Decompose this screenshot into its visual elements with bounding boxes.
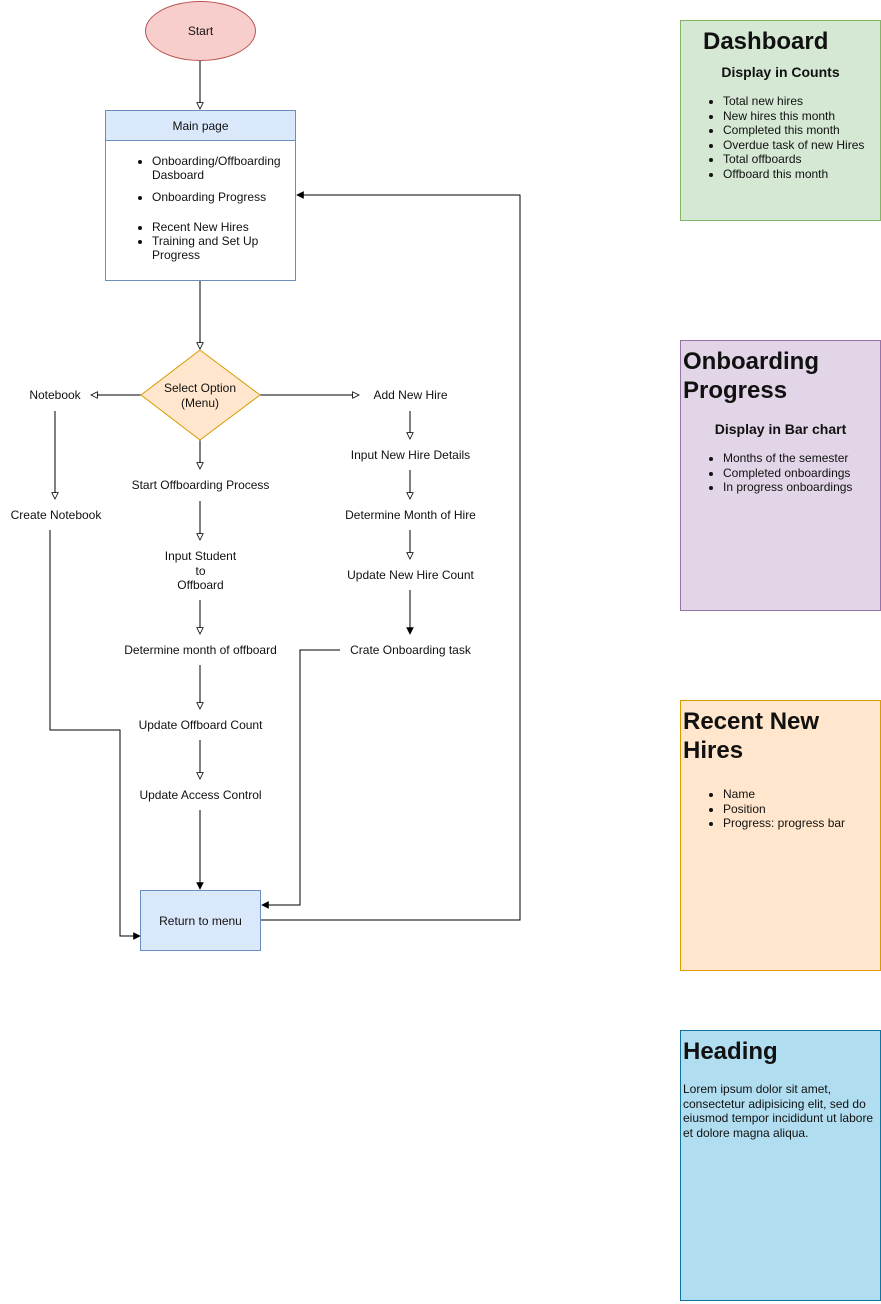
main-page-list: Onboarding/Offboarding Dasboard Onboardi… <box>106 154 295 262</box>
node-update-access-control: Update Access Control <box>139 788 262 802</box>
node-start-offboarding: Start Offboarding Process <box>131 478 270 492</box>
node-determine-month-offboard: Determine month of offboard <box>124 643 277 657</box>
recent-new-hires-panel: Recent New Hires Name Position Progress:… <box>680 700 881 971</box>
heading-title: Heading <box>683 1038 778 1065</box>
decision-line-2: (Menu) <box>180 396 219 410</box>
main-page-box: Main page Onboarding/Offboarding Dasboar… <box>105 110 296 281</box>
dashboard-subtitle: Display in Counts <box>721 64 840 80</box>
main-item-onboarding: Onboarding Progress <box>152 190 295 204</box>
node-input-student: Input Student to Offboard <box>140 549 261 593</box>
onboarding-title: Onboarding Progress <box>683 348 819 404</box>
input-student-line-3: Offboard <box>177 578 224 592</box>
start-node: Start <box>145 1 256 61</box>
recent-item: Progress: progress bar <box>723 816 878 831</box>
dashboard-title: Dashboard <box>703 28 829 55</box>
dashboard-item: New hires this month <box>723 109 878 124</box>
dashboard-item: Total new hires <box>723 94 878 109</box>
input-student-line-1: Input Student <box>164 549 237 563</box>
recent-list: Name Position Progress: progress bar <box>683 787 878 831</box>
node-update-new-hire-count: Update New Hire Count <box>347 568 474 582</box>
dashboard-item: Offboard this month <box>723 167 878 182</box>
decision-line-1: Select Option <box>163 381 237 395</box>
dashboard-panel: Dashboard Display in Counts Total new hi… <box>680 20 881 221</box>
main-item-training: Training and Set Up Progress <box>152 234 295 262</box>
heading-body: Lorem ipsum dolor sit amet, consectetur … <box>683 1082 874 1140</box>
node-input-new-hire-details: Input New Hire Details <box>350 448 471 462</box>
recent-item: Name <box>723 787 878 802</box>
return-to-menu-label: Return to menu <box>159 913 242 928</box>
dashboard-item: Overdue task of new Hires <box>723 138 878 153</box>
dashboard-item: Completed this month <box>723 123 878 138</box>
input-student-line-2: to <box>195 563 206 578</box>
onboarding-item: Months of the semester <box>723 451 878 466</box>
heading-panel: Heading Lorem ipsum dolor sit amet, cons… <box>680 1030 881 1301</box>
onboarding-item: Completed onboardings <box>723 466 878 481</box>
onboarding-subtitle: Display in Bar chart <box>714 421 847 437</box>
dashboard-list: Total new hires New hires this month Com… <box>683 94 878 181</box>
main-page-title: Main page <box>106 111 295 141</box>
node-determine-month-of-hire: Determine Month of Hire <box>345 508 476 522</box>
decision-label: Select Option (Menu) <box>150 381 250 411</box>
onboarding-progress-panel: Onboarding Progress Display in Bar chart… <box>680 340 881 611</box>
main-item-dashboard: Onboarding/Offboarding Dasboard <box>152 154 295 182</box>
main-item-recent: Recent New Hires <box>152 220 295 234</box>
node-crate-onboarding-task: Crate Onboarding task <box>350 643 471 657</box>
recent-item: Position <box>723 802 878 817</box>
node-update-offboard-count: Update Offboard Count <box>138 718 263 732</box>
onboarding-item: In progress onboardings <box>723 480 878 495</box>
decision-diamond <box>140 349 261 441</box>
onboarding-list: Months of the semester Completed onboard… <box>683 451 878 495</box>
node-create-notebook: Create Notebook <box>10 508 102 522</box>
recent-title: Recent New Hires <box>683 708 820 764</box>
node-notebook: Notebook <box>29 388 81 402</box>
edge-create-return <box>49 530 140 936</box>
start-label: Start <box>187 24 214 38</box>
edge-return-main <box>261 195 521 921</box>
dashboard-item: Total offboards <box>723 152 878 167</box>
return-to-menu-box: Return to menu <box>140 890 261 951</box>
edge-task-return <box>262 649 340 905</box>
node-add-new-hire: Add New Hire <box>373 388 448 402</box>
